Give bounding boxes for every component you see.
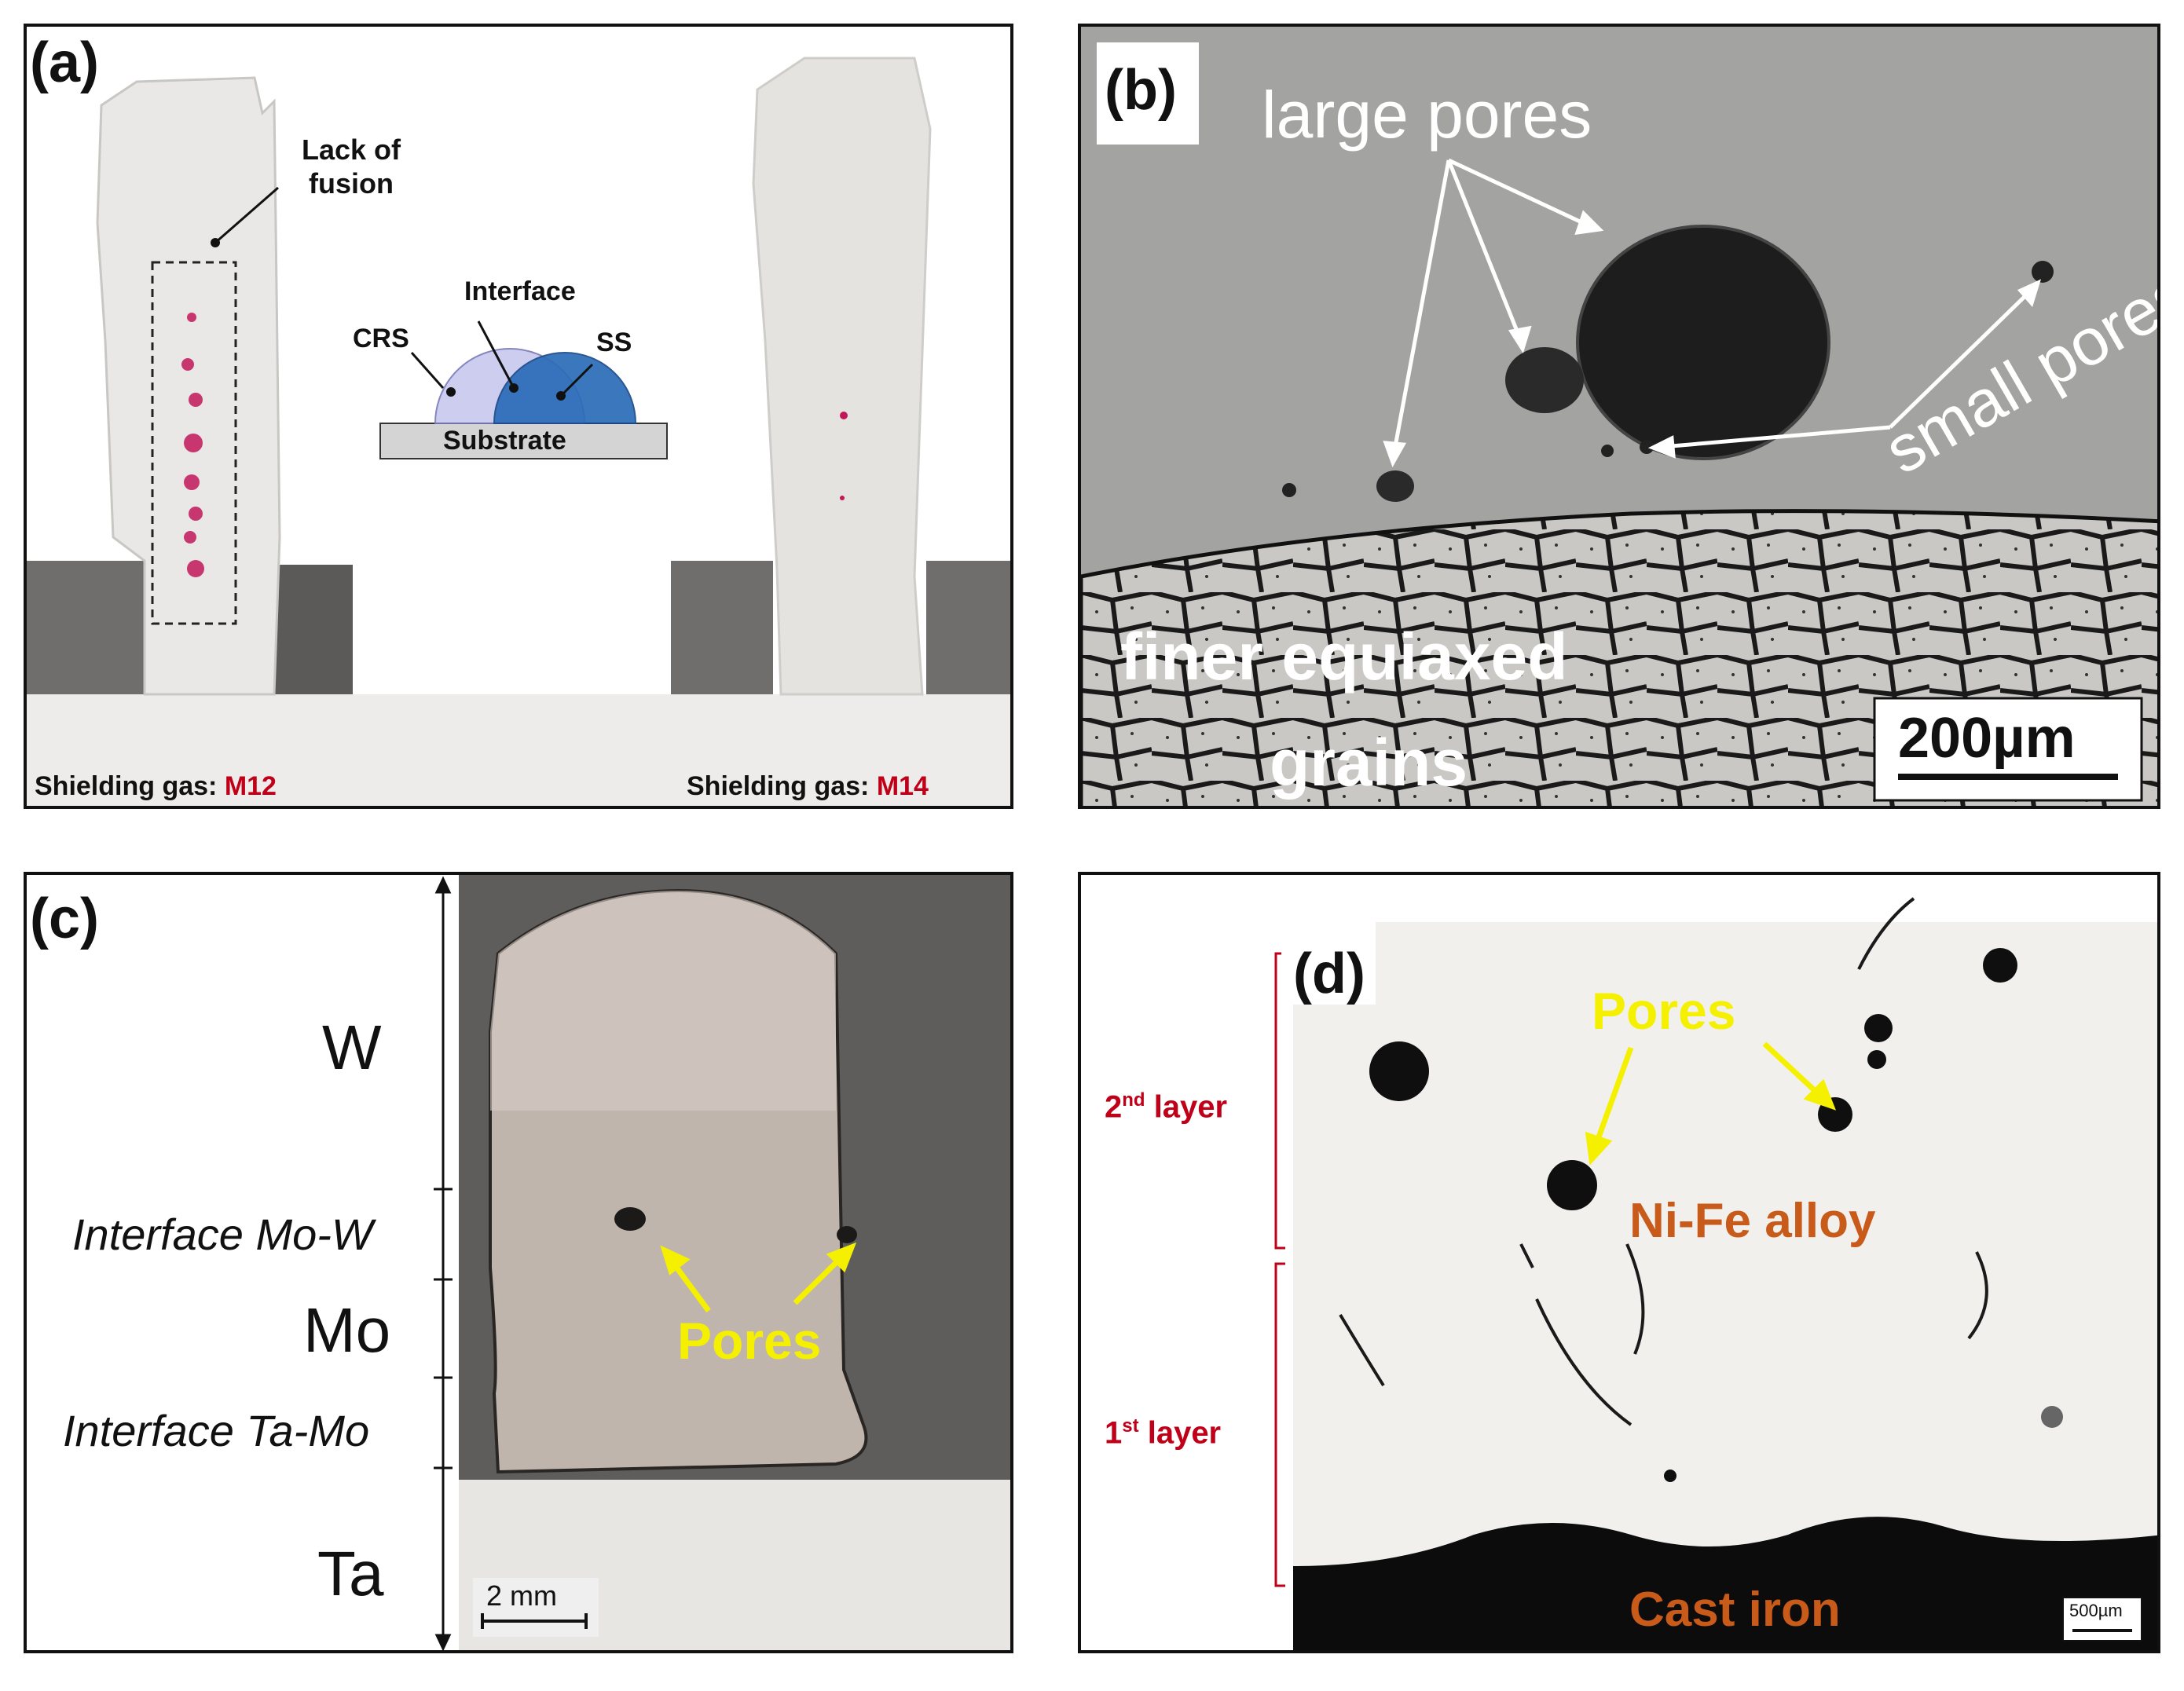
layer-w-label: W [322, 1012, 382, 1082]
panel-c-image [434, 875, 1010, 1650]
lack-of-fusion-label: Lack of fusion [302, 134, 401, 200]
first-layer-label: 1st layer [1105, 1415, 1222, 1451]
panel-d-pores-label: Pores [1592, 982, 1736, 1040]
first-layer-word: layer [1138, 1415, 1222, 1451]
large-pores-label: large pores [1262, 78, 1592, 152]
panel-b: (b) large pores small pores finer equiax… [1078, 24, 2160, 809]
panel-c-scale-bar: 2 mm [486, 1579, 557, 1612]
panel-b-image [1081, 42, 2157, 806]
panel-b-label: (b) [1105, 59, 1177, 122]
panel-d-scale-bar: 500µm [2069, 1601, 2123, 1620]
caption-right-value: M14 [876, 771, 929, 801]
cast-iron-label: Cast iron [1629, 1583, 1841, 1637]
interface-mo-w-label: Interface Mo-W [72, 1210, 373, 1259]
panel-a-image [27, 57, 1010, 806]
panel-b-scale-bar: 200µm [1898, 707, 2076, 770]
panel-a-label: (a) [30, 31, 99, 94]
finer-grains-label-2: grains [1270, 726, 1468, 800]
caption-left-value: M12 [224, 771, 277, 801]
layer-mo-label: Mo [303, 1295, 391, 1365]
finer-grains-label-1: finer equiaxed [1120, 620, 1568, 694]
second-layer-sup: nd [1122, 1089, 1145, 1111]
second-layer-num: 2 [1105, 1089, 1123, 1125]
panel-c-pores-label: Pores [677, 1312, 822, 1370]
alloy-label: Ni-Fe alloy [1629, 1194, 1876, 1248]
caption-left-prefix: Shielding gas: [35, 771, 225, 801]
first-layer-sup: st [1122, 1415, 1139, 1437]
crs-label: CRS [353, 324, 409, 353]
second-layer-label: 2nd layer [1105, 1089, 1228, 1125]
panel-d-label: (d) [1293, 942, 1365, 1005]
second-layer-word: layer [1145, 1089, 1228, 1125]
caption-right: Shielding gas: M14 [687, 773, 929, 800]
panel-d: (d) Pores 2nd layer 1st layer Ni-Fe allo… [1078, 872, 2160, 1653]
panel-c-label: (c) [30, 888, 99, 950]
layer-ta-label: Ta [317, 1539, 384, 1609]
interface-label: Interface [464, 276, 576, 306]
panel-d-image [1274, 875, 2157, 1650]
interface-ta-mo-label: Interface Ta-Mo [63, 1406, 370, 1455]
first-layer-num: 1 [1105, 1415, 1123, 1451]
caption-right-prefix: Shielding gas: [687, 771, 877, 801]
panel-c: (c) W Interface Mo-W Mo Interface Ta-Mo … [24, 872, 1013, 1653]
caption-left: Shielding gas: M12 [35, 773, 277, 800]
ss-label: SS [596, 328, 632, 357]
panel-a: (a) Lack of fusion Interface CRS SS Subs… [24, 24, 1013, 809]
substrate-label: Substrate [443, 426, 566, 456]
